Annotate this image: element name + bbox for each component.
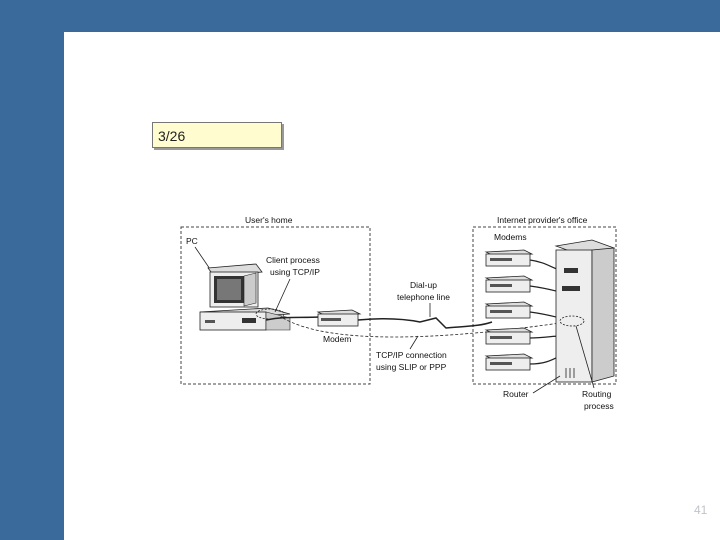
routing-process-label-line2: process	[584, 401, 614, 411]
router-icon	[554, 239, 616, 383]
tcpip-label-line2: using SLIP or PPP	[376, 362, 447, 372]
client-process-label-line1: Client process	[266, 255, 320, 265]
pc-modem-cable	[265, 316, 321, 321]
home-modem-icon	[316, 309, 362, 327]
modems-label: Modems	[494, 232, 527, 242]
routing-process-ellipse	[559, 315, 585, 327]
tcpip-label-line1: TCP/IP connection	[376, 350, 447, 360]
isp-office-label: Internet provider's office	[497, 215, 588, 225]
isp-modem-icon	[484, 249, 534, 267]
router-label: Router	[503, 389, 529, 399]
tcpip-connection-arc	[282, 317, 561, 338]
page-number: 41	[694, 503, 708, 517]
users-home-box	[180, 226, 371, 385]
isp-modem-icon	[484, 275, 534, 293]
isp-modem-icon	[484, 327, 534, 345]
client-process-label-line2: using TCP/IP	[270, 267, 320, 277]
client-pointer-line	[274, 278, 291, 313]
dialup-line	[357, 317, 493, 329]
modem-router-cables	[529, 259, 561, 365]
isp-modem-icon	[484, 353, 534, 371]
dialup-label-line1: Dial-up	[410, 280, 437, 290]
isp-modem-icon	[484, 301, 534, 319]
date-box: 3/26	[152, 122, 282, 148]
pc-computer-icon	[199, 263, 291, 331]
modem-label: Modem	[323, 334, 351, 344]
routing-pointer-line	[575, 325, 595, 389]
routing-process-label-line1: Routing	[582, 389, 612, 399]
isp-modem-stack	[484, 249, 534, 371]
router-pointer-line	[532, 375, 561, 394]
users-home-label: User's home	[245, 215, 293, 225]
slide-date: 3/26	[158, 128, 186, 144]
tcpip-pointer-line	[409, 335, 419, 350]
pc-label: PC	[186, 236, 198, 246]
dialup-label-line2: telephone line	[397, 292, 450, 302]
isp-office-box	[472, 226, 617, 385]
